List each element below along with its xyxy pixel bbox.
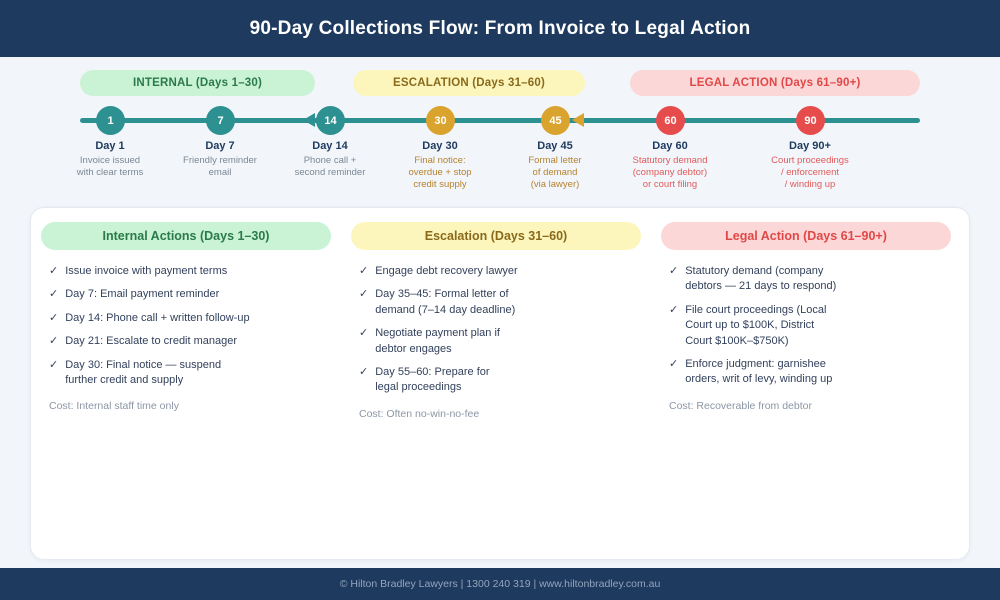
phase-pill-escalation: ESCALATION (Days 31–60) (353, 70, 585, 96)
check-icon: ✓ (359, 327, 369, 340)
node-desc: Phone call + second reminder (294, 155, 366, 179)
node-day-title: Day 7 (205, 140, 235, 152)
checklist-item: ✓ Day 14: Phone call + written follow-up (49, 311, 323, 326)
check-icon: ✓ (359, 265, 369, 277)
checklist-item-text: Day 21: Escalate to credit manager (65, 335, 238, 348)
checklist-item: ✓ Day 7: Email payment reminder (49, 287, 323, 302)
node-desc: Final notice: overdue + stop credit supp… (408, 155, 472, 191)
card-escalation: Escalation (Days 31–60) ✓ Engage debt re… (351, 222, 641, 545)
node-day-title: Day 90+ (789, 140, 831, 152)
checklist-item-text: File court proceedings (Local Court up t… (685, 303, 827, 347)
timeline-node-day60: 60 (656, 106, 685, 135)
node-day-title: Day 1 (95, 140, 125, 152)
checklist-item: ✓ Negotiate payment plan if debtor engag… (359, 326, 633, 357)
page-title: 90-Day Collections Flow: From Invoice to… (249, 17, 751, 39)
checklist-item-text: Day 7: Email payment reminder (65, 288, 220, 301)
checklist-item: ✓ Day 21: Escalate to credit manager (49, 334, 323, 349)
card-title: Escalation (Days 31–60) (351, 222, 641, 250)
node-day-title: Day 30 (422, 140, 458, 152)
check-icon: ✓ (359, 365, 369, 378)
checklist: ✓ Statutory demand (company debtors — 21… (661, 264, 951, 388)
check-icon: ✓ (359, 288, 369, 301)
timeline-line (80, 118, 920, 123)
node-label-day7: Day 7 Friendly reminder email (155, 140, 285, 179)
node-desc: Statutory demand (company debtor) or cou… (632, 155, 708, 191)
node-label-day14: Day 14 Phone call + second reminder (265, 140, 395, 179)
checklist-item-text: Day 14: Phone call + written follow-up (65, 311, 250, 324)
timeline-node-day14: 14 (316, 106, 345, 135)
node-label-day30: Day 30 Final notice: overdue + stop cred… (375, 140, 505, 191)
node-day-title: Day 14 (312, 140, 348, 152)
check-icon: ✓ (49, 335, 59, 348)
checklist-item-text: Statutory demand (company debtors — 21 d… (685, 265, 837, 293)
phase-pill-internal: INTERNAL (Days 1–30) (80, 70, 315, 96)
card-internal-actions: Internal Actions (Days 1–30) ✓ Issue inv… (41, 222, 331, 545)
cost-note: Cost: Often no-win-no-fee (359, 407, 480, 420)
node-label-day45: Day 45 Formal letter of demand (via lawy… (490, 140, 620, 191)
checklist-item: ✓ Enforce judgment: garnishee orders, wr… (669, 357, 943, 388)
node-desc: Formal letter of demand (via lawyer) (528, 155, 582, 191)
timeline-node-day30: 30 (426, 106, 455, 135)
checklist-item: ✓ Statutory demand (company debtors — 21… (669, 264, 943, 295)
card-legal-action: Legal Action (Days 61–90+) ✓ Statutory d… (661, 222, 951, 545)
check-icon: ✓ (669, 265, 679, 277)
node-label-day1: Day 1 Invoice issued with clear terms (45, 140, 175, 179)
checklist: ✓ Issue invoice with payment terms ✓ Day… (41, 264, 331, 388)
node-desc: Friendly reminder email (183, 155, 257, 179)
checklist-item-text: Day 35–45: Formal letter of demand (7–14… (375, 288, 516, 316)
checklist-item: ✓ Day 35–45: Formal letter of demand (7–… (359, 287, 633, 318)
checklist-item: ✓ Day 55–60: Prepare for legal proceedin… (359, 365, 633, 396)
checklist-item-text: Enforce judgment: garnishee orders, writ… (685, 357, 833, 386)
details-panel: Internal Actions (Days 1–30) ✓ Issue inv… (30, 207, 970, 560)
flow-arrow-icon (572, 113, 584, 127)
timeline-node-day7: 7 (206, 106, 235, 135)
timeline-node-day45: 45 (541, 106, 570, 135)
check-icon: ✓ (49, 311, 59, 324)
cost-note: Cost: Internal staff time only (49, 400, 179, 413)
checklist-item-text: Issue invoice with payment terms (65, 265, 228, 277)
checklist-item-text: Day 55–60: Prepare for legal proceedings (375, 365, 490, 394)
card-title: Internal Actions (Days 1–30) (41, 222, 331, 250)
check-icon: ✓ (49, 265, 59, 277)
node-label-day90: Day 90+ Court proceedings / enforcement … (745, 140, 875, 191)
node-desc: Invoice issued with clear terms (76, 155, 144, 179)
title-bar: 90-Day Collections Flow: From Invoice to… (0, 0, 1000, 57)
flow-arrow-icon (303, 113, 315, 127)
checklist-item: ✓ File court proceedings (Local Court up… (669, 303, 943, 349)
checklist-item-text: Negotiate payment plan if debtor engages (375, 327, 500, 355)
node-label-day60: Day 60 Statutory demand (company debtor)… (605, 140, 735, 191)
check-icon: ✓ (49, 288, 59, 301)
footer-text: © Hilton Bradley Lawyers | 1300 240 319 … (339, 578, 661, 590)
checklist-item: ✓ Engage debt recovery lawyer (359, 264, 633, 279)
check-icon: ✓ (49, 358, 59, 371)
cost-note: Cost: Recoverable from debtor (669, 399, 812, 412)
node-day-title: Day 60 (652, 140, 688, 152)
timeline-node-day1: 1 (96, 106, 125, 135)
check-icon: ✓ (669, 303, 679, 316)
checklist-item-text: Engage debt recovery lawyer (375, 265, 518, 277)
checklist-item: ✓ Day 30: Final notice — suspend further… (49, 358, 323, 389)
card-title: Legal Action (Days 61–90+) (661, 222, 951, 250)
checklist-item-text: Day 30: Final notice — suspend further c… (65, 358, 222, 386)
timeline-node-day90: 90 (796, 106, 825, 135)
node-day-title: Day 45 (537, 140, 573, 152)
node-desc: Court proceedings / enforcement / windin… (771, 155, 849, 191)
check-icon: ✓ (669, 357, 679, 370)
checklist-item: ✓ Issue invoice with payment terms (49, 264, 323, 279)
checklist: ✓ Engage debt recovery lawyer ✓ Day 35–4… (351, 264, 641, 396)
footer-bar: © Hilton Bradley Lawyers | 1300 240 319 … (0, 568, 1000, 600)
phase-pill-legal-action: LEGAL ACTION (Days 61–90+) (630, 70, 920, 96)
